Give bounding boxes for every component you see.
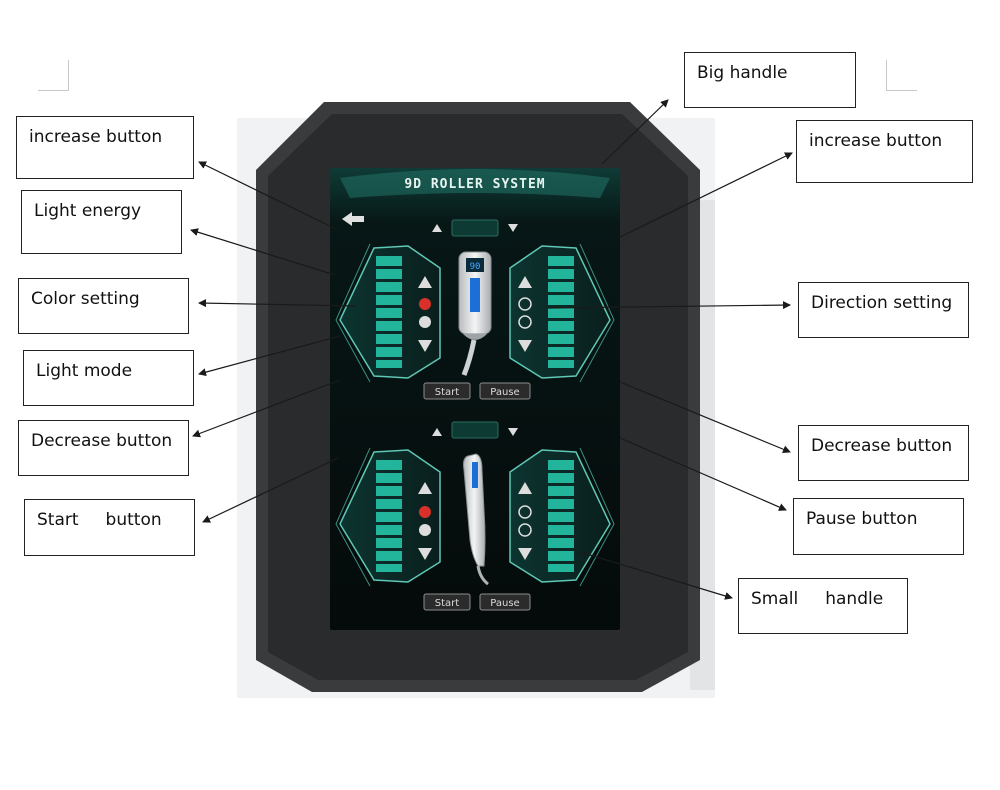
big-handle-image: 90 — [458, 251, 492, 376]
callout-color-setting: Color setting — [18, 278, 189, 334]
bottom-handle-down-icon — [508, 428, 518, 436]
callout-light-mode: Light mode — [23, 350, 194, 406]
bottom-color-red-icon — [419, 506, 431, 518]
corner-mark-right — [886, 60, 917, 91]
callout-small-handle: Small handle — [738, 578, 908, 634]
bottom-light-mode-icon — [419, 524, 431, 536]
top-color-red-icon — [419, 298, 431, 310]
small-handle-image — [463, 453, 489, 586]
top-right-energy-bar — [548, 256, 574, 368]
callout-direction-setting: Direction setting — [798, 282, 969, 338]
top-light-mode-icon — [419, 316, 431, 328]
bottom-right-decrease-icon — [518, 548, 532, 560]
top-handle-down-icon — [508, 224, 518, 232]
top-direction-cw-icon — [518, 297, 532, 311]
bottom-left-decrease-icon — [418, 548, 432, 560]
bottom-right-energy-bar — [548, 460, 574, 572]
top-start-label: Start — [435, 387, 460, 398]
back-arrow-icon — [342, 212, 364, 226]
bottom-pause-button — [479, 593, 531, 611]
bottom-handle-up-icon — [432, 428, 442, 436]
top-display-box — [451, 219, 499, 237]
callout-start-button: Start button — [24, 499, 195, 556]
bottom-start-button — [423, 593, 471, 611]
callout-light-energy: Light energy — [21, 190, 182, 254]
callout-decrease-right: Decrease button — [798, 425, 969, 481]
top-right-decrease-icon — [518, 340, 532, 352]
bottom-direction-cw-icon — [518, 505, 532, 519]
bottom-display-box — [451, 421, 499, 439]
top-right-increase-icon — [518, 276, 532, 288]
top-left-energy-bar — [376, 256, 402, 368]
top-pause-label: Pause — [490, 387, 519, 398]
top-left-decrease-icon — [418, 340, 432, 352]
callout-big-handle: Big handle — [684, 52, 856, 108]
screen-title: 9D ROLLER SYSTEM — [404, 177, 545, 192]
bottom-left-increase-icon — [418, 482, 432, 494]
top-start-button — [423, 382, 471, 400]
bottom-start-label: Start — [435, 598, 460, 609]
corner-mark-left — [38, 60, 69, 91]
title-glow — [340, 169, 610, 198]
callout-pause-button: Pause button — [793, 498, 964, 555]
callout-increase-right: increase button — [796, 120, 973, 183]
big-handle-display: 90 — [470, 262, 481, 272]
top-left-increase-icon — [418, 276, 432, 288]
top-pause-button — [479, 382, 531, 400]
callout-increase-left: increase button — [16, 116, 194, 179]
top-direction-ccw-icon — [518, 315, 532, 329]
callout-decrease-left: Decrease button — [18, 420, 189, 476]
top-handle-up-icon — [432, 224, 442, 232]
bottom-pause-label: Pause — [490, 598, 519, 609]
bottom-right-increase-icon — [518, 482, 532, 494]
bottom-left-energy-bar — [376, 460, 402, 572]
bottom-direction-ccw-icon — [518, 523, 532, 537]
